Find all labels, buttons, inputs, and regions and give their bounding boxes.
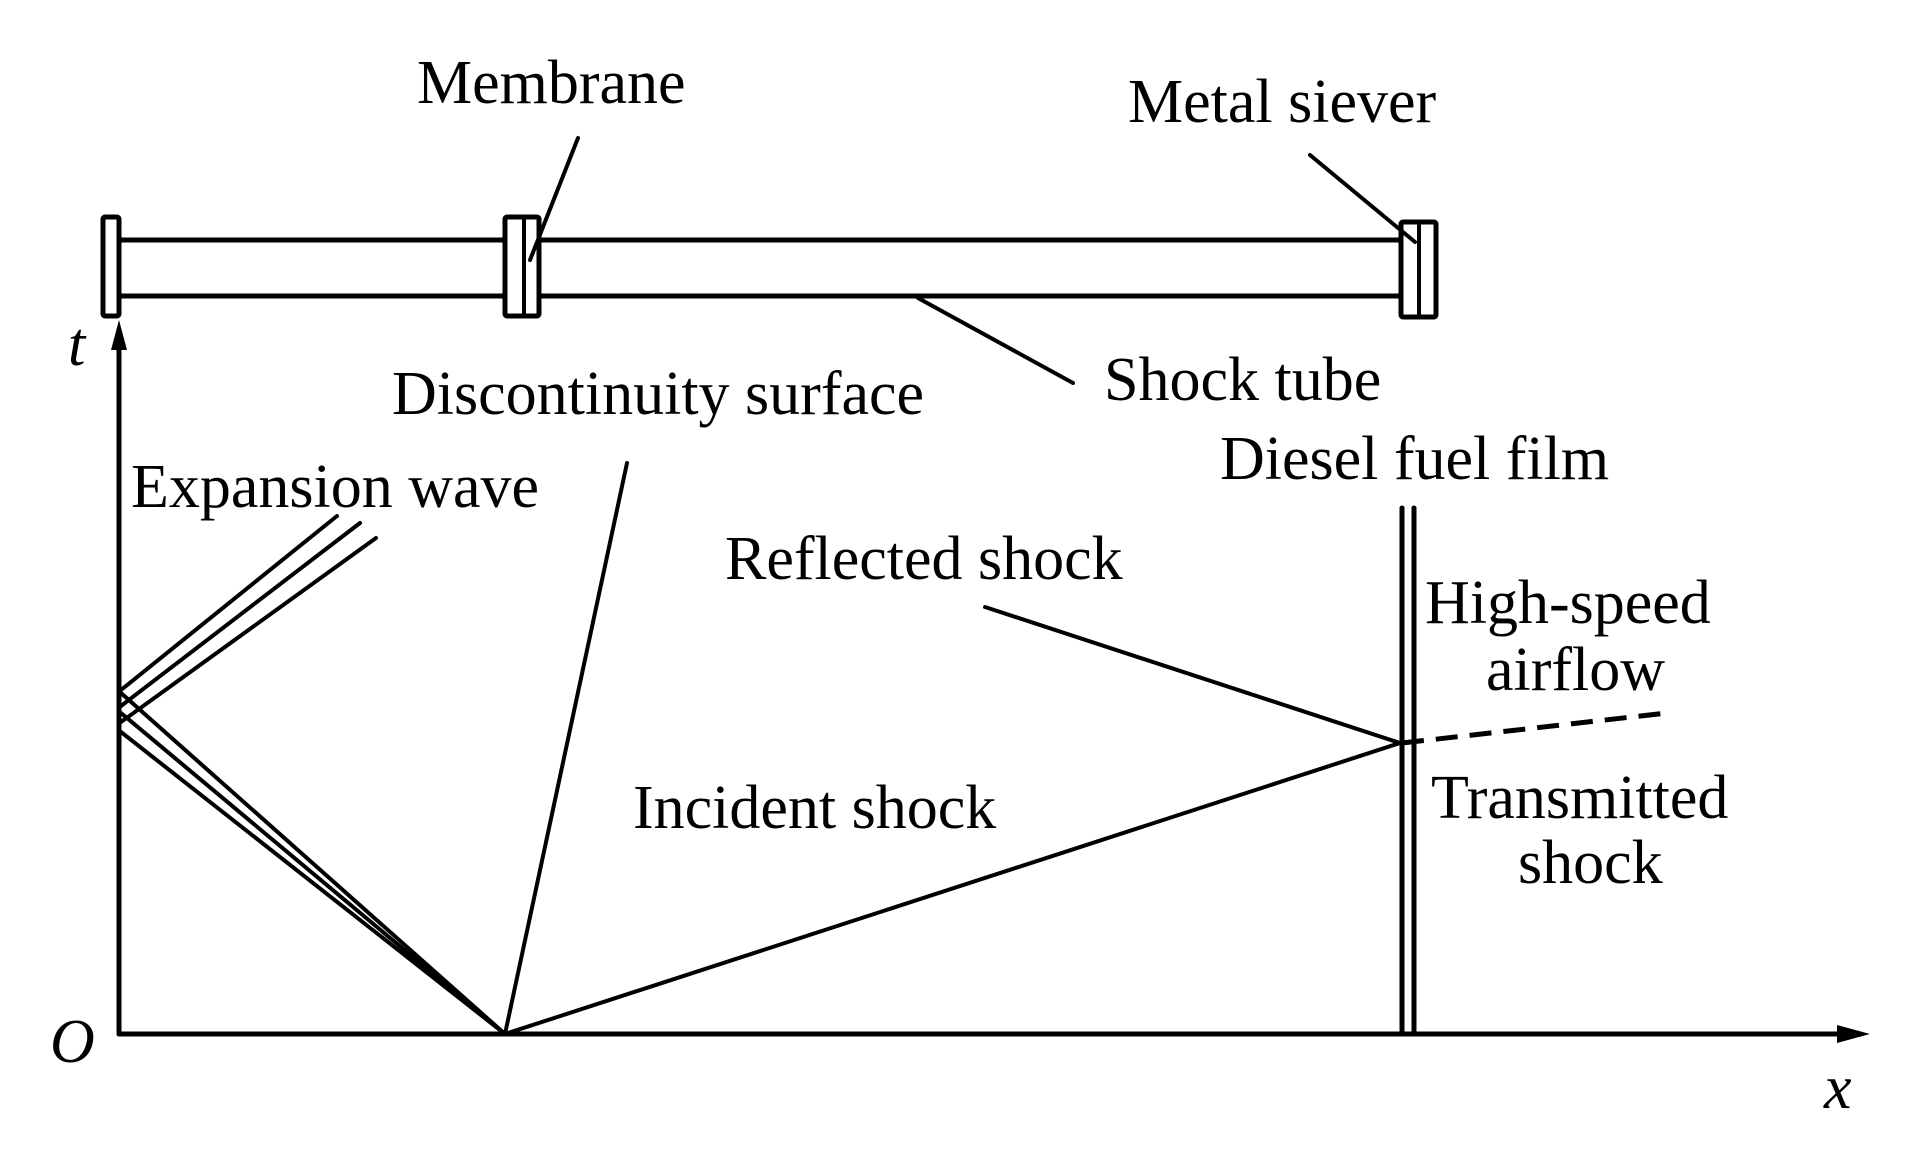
expansion-wave-incoming-1 (119, 691, 507, 1036)
high-speed-airflow-label-line2: airflow (1486, 636, 1665, 704)
shock-tube (100, 214, 1439, 320)
shock-tube-label: Shock tube (1104, 346, 1381, 414)
expansion-wave-incoming-3 (119, 730, 507, 1036)
expansion-wave-reflected-1 (119, 514, 339, 692)
incident-shock-line (503, 741, 1402, 1036)
discontinuity-surface-line (503, 461, 629, 1036)
reflected-shock-line (983, 605, 1402, 745)
x-axis-label: x (1823, 1054, 1852, 1122)
t-axis-label: t (68, 311, 87, 379)
metal-siever-label: Metal siever (1128, 68, 1437, 136)
transmitted-shock-label-line1: Transmitted (1431, 764, 1728, 832)
axes (111, 320, 1870, 1043)
expansion-wave (119, 514, 507, 1036)
expansion-wave-incoming-2 (119, 711, 507, 1036)
membrane-leader-line (528, 136, 580, 262)
expansion-wave-reflected-3 (119, 536, 378, 724)
origin-label: O (50, 1008, 95, 1076)
expansion-wave-label: Expansion wave (131, 453, 539, 521)
shock-tube-leader-line (916, 296, 1075, 385)
high-speed-airflow-label-line1: High-speed (1425, 569, 1711, 637)
left-end-flange (100, 214, 122, 319)
reflected-shock-label: Reflected shock (725, 525, 1123, 593)
discontinuity-surface-label: Discontinuity surface (392, 360, 924, 428)
membrane-label: Membrane (417, 49, 686, 117)
x-axis-arrowhead (1837, 1025, 1870, 1043)
transmitted-shock-label-line2: shock (1518, 829, 1663, 897)
expansion-wave-reflected-2 (119, 521, 362, 708)
incident-shock-label: Incident shock (633, 774, 996, 842)
transmitted-shock-dashed-line (1401, 710, 1668, 746)
t-axis-arrowhead (111, 320, 127, 350)
metal-siever-leader-line (1308, 153, 1417, 244)
diesel-fuel-film-label: Diesel fuel film (1220, 425, 1609, 493)
